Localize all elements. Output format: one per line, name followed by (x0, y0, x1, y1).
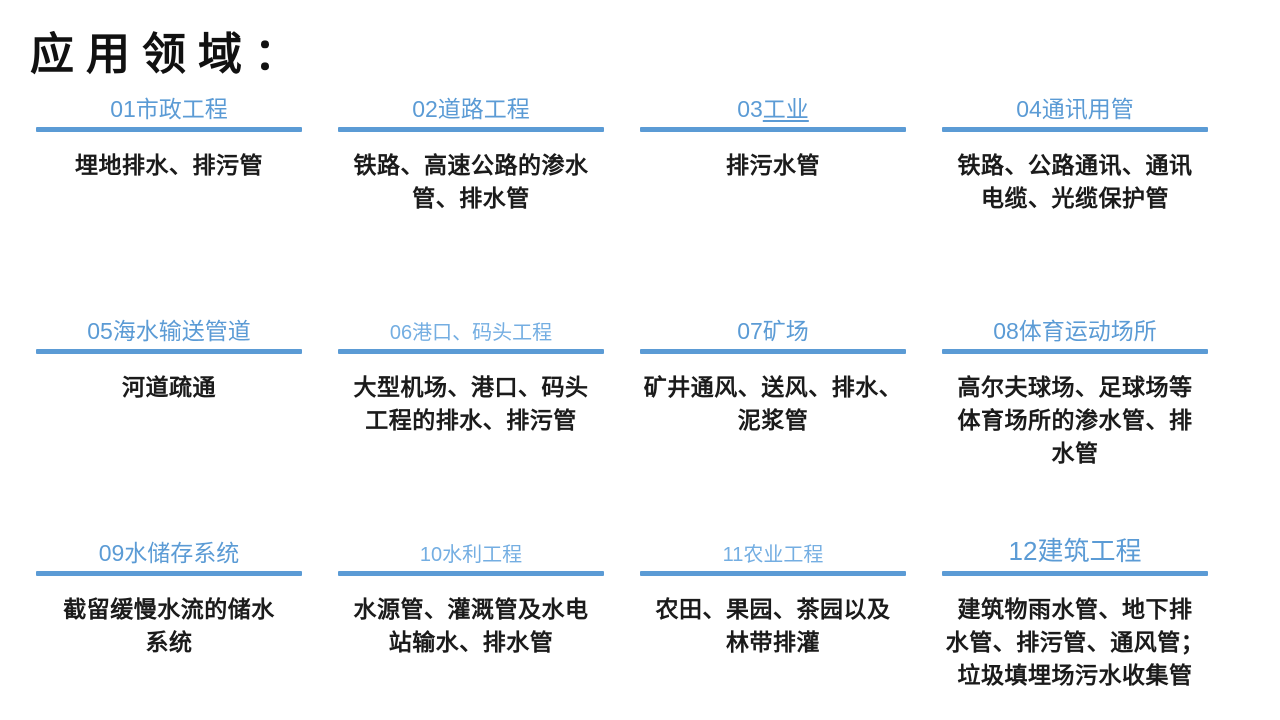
card-body: 埋地排水、排污管 (75, 152, 263, 178)
card-name: 水利工程 (442, 544, 523, 566)
heading-underline-bar (942, 127, 1208, 132)
heading-underline-bar (36, 349, 302, 354)
card-number: 09 (98, 539, 125, 566)
card-number: 12 (1008, 536, 1038, 567)
page-title: 应用领域： (30, 30, 310, 79)
card-body: 排污水管 (726, 152, 820, 178)
card-number: 06 (389, 322, 413, 344)
card-name: 港口、码头工程 (412, 322, 553, 344)
card-number: 02 (412, 95, 438, 122)
card-name: 通讯用管 (1041, 95, 1134, 122)
card-body: 矿井通风、送风、排水、 泥浆管 (643, 374, 903, 433)
card-number: 01 (110, 95, 136, 122)
card-name: 农业工程 (743, 544, 824, 566)
card-number: 05 (87, 317, 113, 344)
heading-underline-bar (36, 571, 302, 576)
card-body: 农田、果园、茶园以及 林带排灌 (655, 596, 891, 655)
card-body: 建筑物雨水管、地下排 水管、排污管、通风管； 垃圾填埋场污水收集管 (945, 596, 1205, 688)
card-name: 水储存系统 (124, 539, 240, 566)
card-body: 水源管、灌溉管及水电 站输水、排水管 (353, 596, 589, 655)
card-name: 建筑工程 (1037, 536, 1142, 567)
card-body: 河道疏通 (122, 374, 216, 400)
heading-underline-bar (640, 127, 906, 132)
heading-underline-bar (640, 571, 906, 576)
heading-underline-bar (942, 349, 1208, 354)
card-number: 08 (993, 317, 1019, 344)
card-body: 大型机场、港口、码头 工程的排水、排污管 (353, 374, 589, 433)
card-name: 市政工程 (135, 95, 228, 122)
heading-underline-bar (36, 127, 302, 132)
card-name: 海水输送管道 (112, 317, 251, 344)
card-body: 铁路、公路通讯、通讯 电缆、光缆保护管 (957, 152, 1193, 211)
card-body: 铁路、高速公路的渗水 管、排水管 (353, 152, 589, 211)
heading-underline-bar (338, 571, 604, 576)
heading-underline-bar (338, 349, 604, 354)
card-name: 矿场 (762, 317, 809, 344)
card-number: 03 (737, 95, 763, 122)
card-name: 工业 (762, 95, 809, 122)
heading-underline-bar (942, 571, 1208, 576)
card-body: 高尔夫球场、足球场等 体育场所的渗水管、排 水管 (957, 374, 1193, 466)
card-body: 截留缓慢水流的储水 系统 (63, 596, 275, 655)
card-number: 07 (737, 317, 763, 344)
card-name: 体育运动场所 (1018, 317, 1157, 344)
card-number: 11 (722, 544, 744, 566)
card-number: 10 (419, 544, 443, 566)
card-number: 04 (1016, 95, 1042, 122)
heading-underline-bar (640, 349, 906, 354)
heading-underline-bar (338, 127, 604, 132)
card-name: 道路工程 (437, 95, 530, 122)
